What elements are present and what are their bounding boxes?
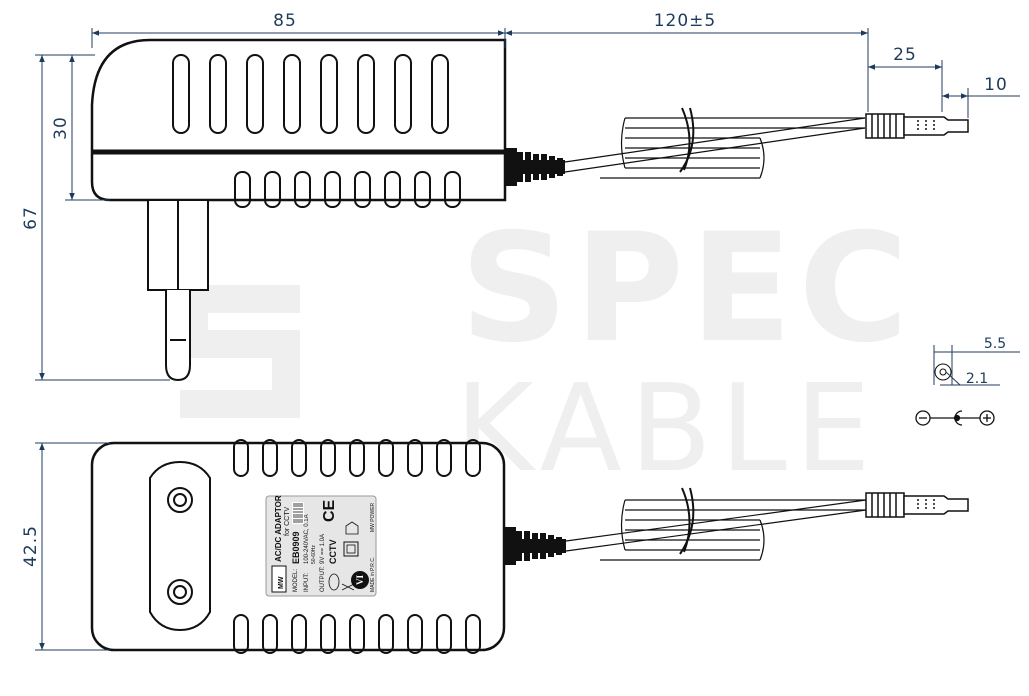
brand-logo xyxy=(271,565,287,593)
certification-icon xyxy=(328,573,340,591)
top-dimensions xyxy=(35,28,1020,381)
label-subtitle: for CCTV xyxy=(284,507,291,537)
product-label: MW AC/DC ADAPTOR for CCTV MODEL: EB0909 … xyxy=(265,495,377,597)
bottom-lower-vent-slots xyxy=(233,614,481,654)
upper-vent-slots xyxy=(172,54,449,134)
double-insulation-icon xyxy=(343,541,359,557)
dim-upper-height: 30 xyxy=(51,116,71,140)
label-output-key: OUTPUT: xyxy=(320,566,326,592)
indoor-use-icon xyxy=(345,521,359,535)
label-model-key: MODEL: xyxy=(293,569,299,592)
dim-plug-length: 25 xyxy=(893,45,917,65)
bottom-dimensions xyxy=(35,442,110,651)
wall-plug-prongs xyxy=(147,199,209,382)
watermark: SPEC KABLE xyxy=(180,202,915,499)
strain-relief xyxy=(505,148,565,186)
label-made-in: MADE in P.R.C. xyxy=(370,557,376,592)
lower-vent-slots xyxy=(234,171,461,208)
dim-cable-length: 120±5 xyxy=(654,11,717,31)
watermark-logo xyxy=(180,285,300,418)
dc-plug-bottom xyxy=(865,492,969,518)
label-output: 9V == 1.0A xyxy=(320,534,326,564)
coiled-cable-bottom xyxy=(565,487,867,561)
label-brand-mark: MW xyxy=(278,576,285,589)
dim-plug-tip: 10 xyxy=(984,75,1008,95)
label-level: VI xyxy=(355,575,365,585)
label-input-freq: 50-60Hz xyxy=(311,545,317,564)
strain-relief-bottom xyxy=(504,527,566,565)
coiled-cable xyxy=(564,107,866,179)
label-model: EB0909 xyxy=(291,531,301,564)
adapter-side-view xyxy=(90,38,969,382)
ce-mark: CE xyxy=(321,499,338,522)
dim-outer-diameter: 5.5 xyxy=(984,336,1006,352)
label-brand: MW POWER xyxy=(370,502,376,532)
dim-inner-diameter: 2.1 xyxy=(966,371,988,387)
dim-body-width: 42.5 xyxy=(21,525,41,567)
plug-face xyxy=(149,460,211,632)
label-title: AC/DC ADAPTOR xyxy=(274,495,283,562)
barrel-detail xyxy=(933,345,1020,386)
label-input-key: INPUT: xyxy=(304,573,310,592)
barcode xyxy=(292,502,304,524)
dim-body-length: 85 xyxy=(273,11,297,31)
dim-total-height: 67 xyxy=(21,206,41,230)
polarity-symbol xyxy=(915,410,995,426)
label-cctv: CCTV xyxy=(328,540,338,565)
weee-icon xyxy=(341,583,355,591)
watermark-line1: SPEC xyxy=(460,202,915,376)
efficiency-level-icon xyxy=(351,571,369,589)
label-input: 100-240VAC, 0.1A xyxy=(304,514,310,564)
bottom-upper-vent-slots xyxy=(233,439,481,477)
dc-plug xyxy=(865,113,969,139)
watermark-line2: KABLE xyxy=(455,360,879,499)
